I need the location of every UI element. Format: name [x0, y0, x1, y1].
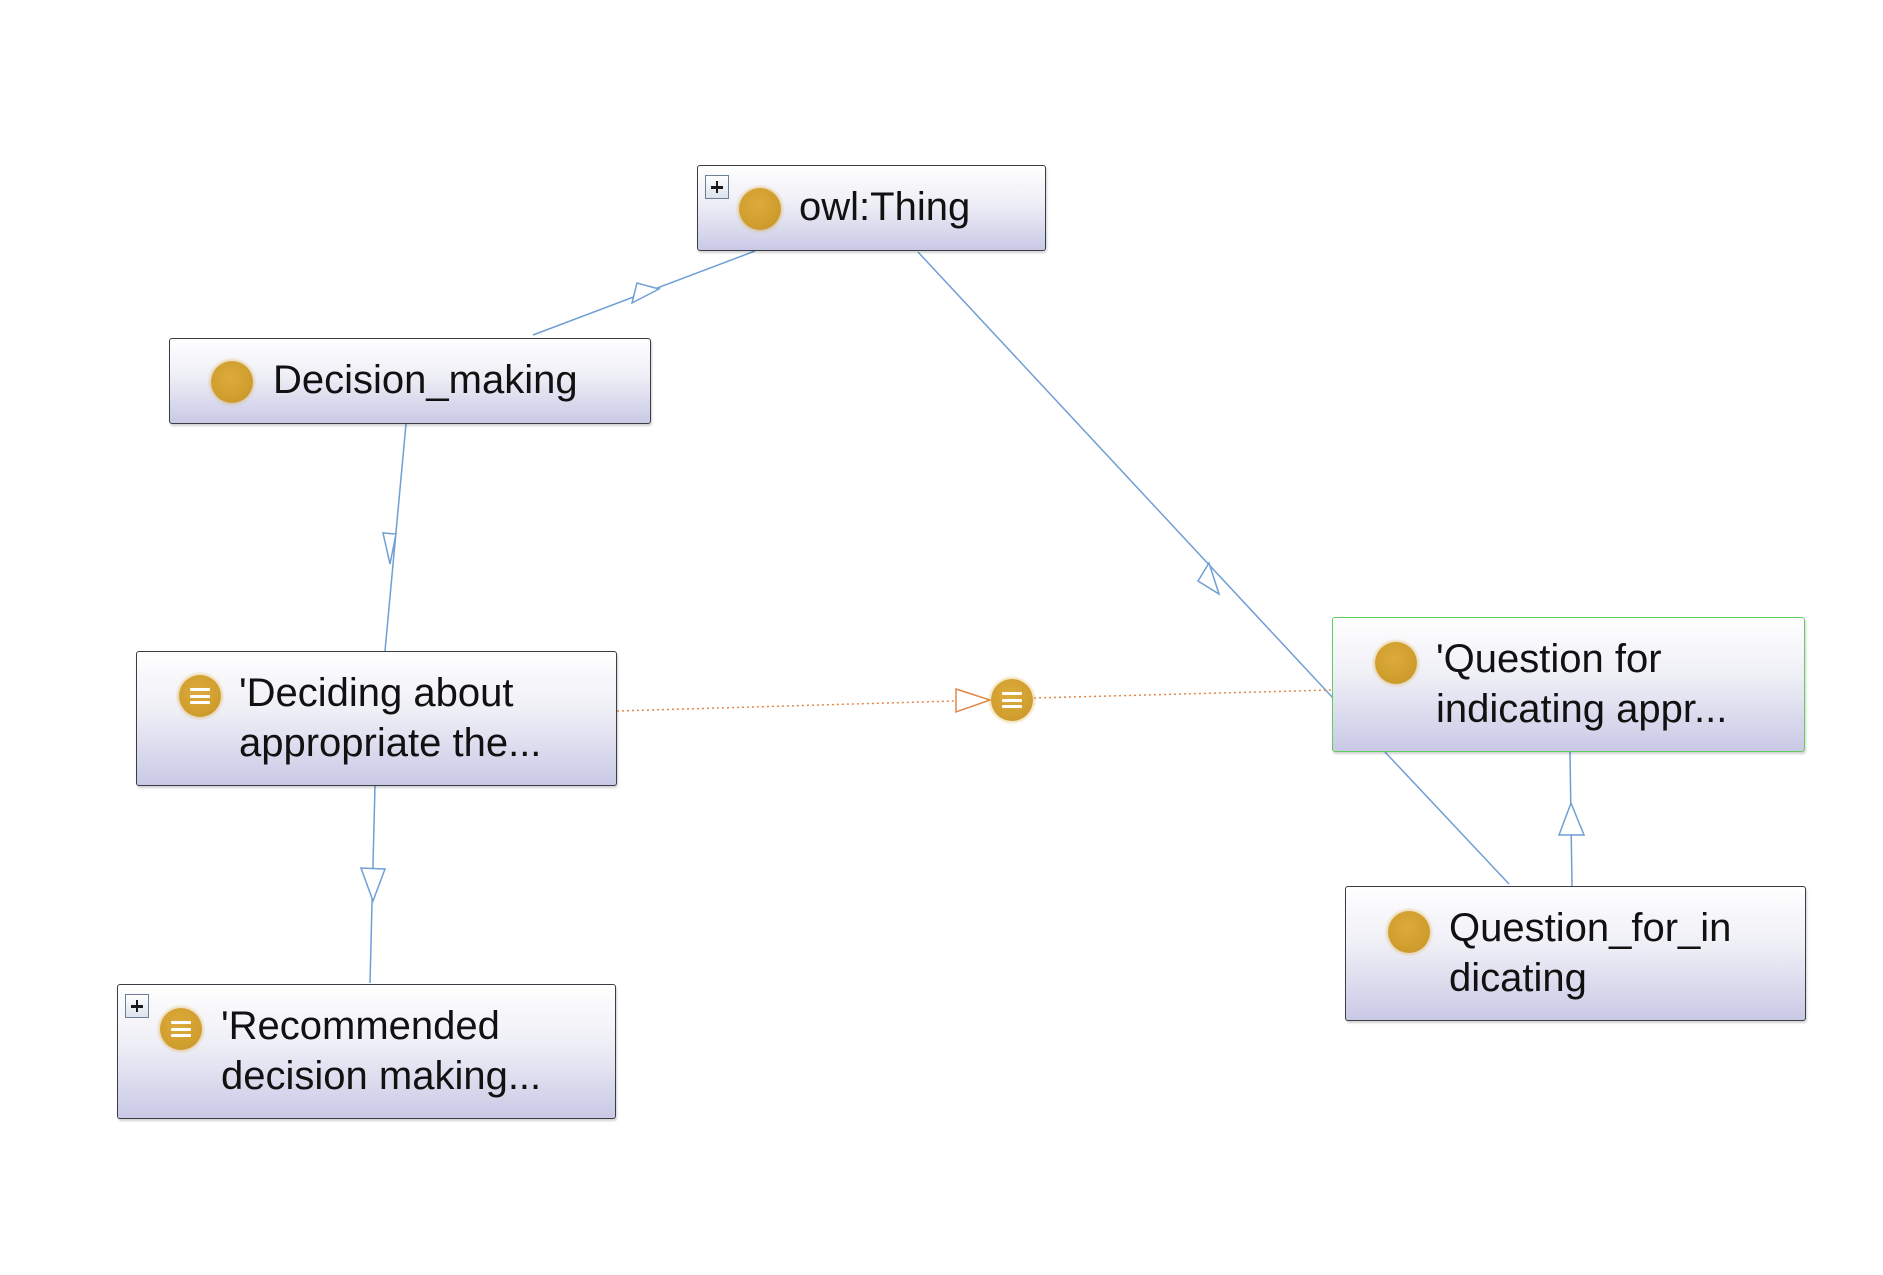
expand-plus-icon[interactable]	[705, 175, 729, 199]
node-owl-thing[interactable]: owl:Thing	[697, 165, 1046, 251]
class-icon	[1388, 911, 1430, 953]
node-deciding-about[interactable]: 'Deciding about appropriate the...	[136, 651, 617, 786]
node-label-line-2: appropriate the...	[239, 721, 542, 765]
edge-arrow-question-for	[1557, 800, 1586, 836]
edge-question-for-to-owl-thing	[917, 251, 1334, 699]
node-label-line-1: 'Deciding about	[239, 671, 514, 715]
equivalence-marker-icon[interactable]	[991, 679, 1033, 721]
class-icon	[211, 361, 253, 403]
node-recommended[interactable]: 'Recommended decision making...	[117, 984, 616, 1119]
node-label-line-1: Question_for_in	[1449, 906, 1732, 950]
node-label-line-2: decision making...	[221, 1054, 542, 1098]
equivalent-class-icon	[160, 1008, 202, 1050]
node-label: Decision_making	[273, 358, 578, 402]
node-label-line-1: 'Question for	[1436, 637, 1662, 681]
node-label-line-2: dicating	[1449, 956, 1587, 1000]
edge-equivalent-dotted-left	[616, 699, 989, 712]
node-label: owl:Thing	[799, 185, 971, 229]
node-question-for-in[interactable]: Question_for_in dicating	[1345, 886, 1806, 1021]
edge-arrow-deciding-about	[359, 867, 387, 904]
edge-equivalent-dotted-right	[1033, 689, 1333, 699]
edge-arrow-decision-making	[382, 532, 397, 565]
edge-arrow-owl-thing-1	[630, 282, 662, 305]
expand-plus-icon[interactable]	[125, 994, 149, 1018]
node-label-line-1: 'Recommended	[221, 1004, 500, 1048]
edge-arrow-owl-thing-2	[1196, 561, 1221, 596]
edge-arrow-equivalent	[955, 687, 993, 714]
equivalent-class-icon	[179, 675, 221, 717]
edge-question-for-in-diagonal	[1384, 751, 1510, 885]
node-label-line-2: indicating appr...	[1436, 687, 1728, 731]
node-question-for[interactable]: 'Question for indicating appr...	[1332, 617, 1805, 752]
node-decision-making[interactable]: Decision_making	[169, 338, 651, 424]
class-icon	[1375, 642, 1417, 684]
class-icon	[739, 188, 781, 230]
